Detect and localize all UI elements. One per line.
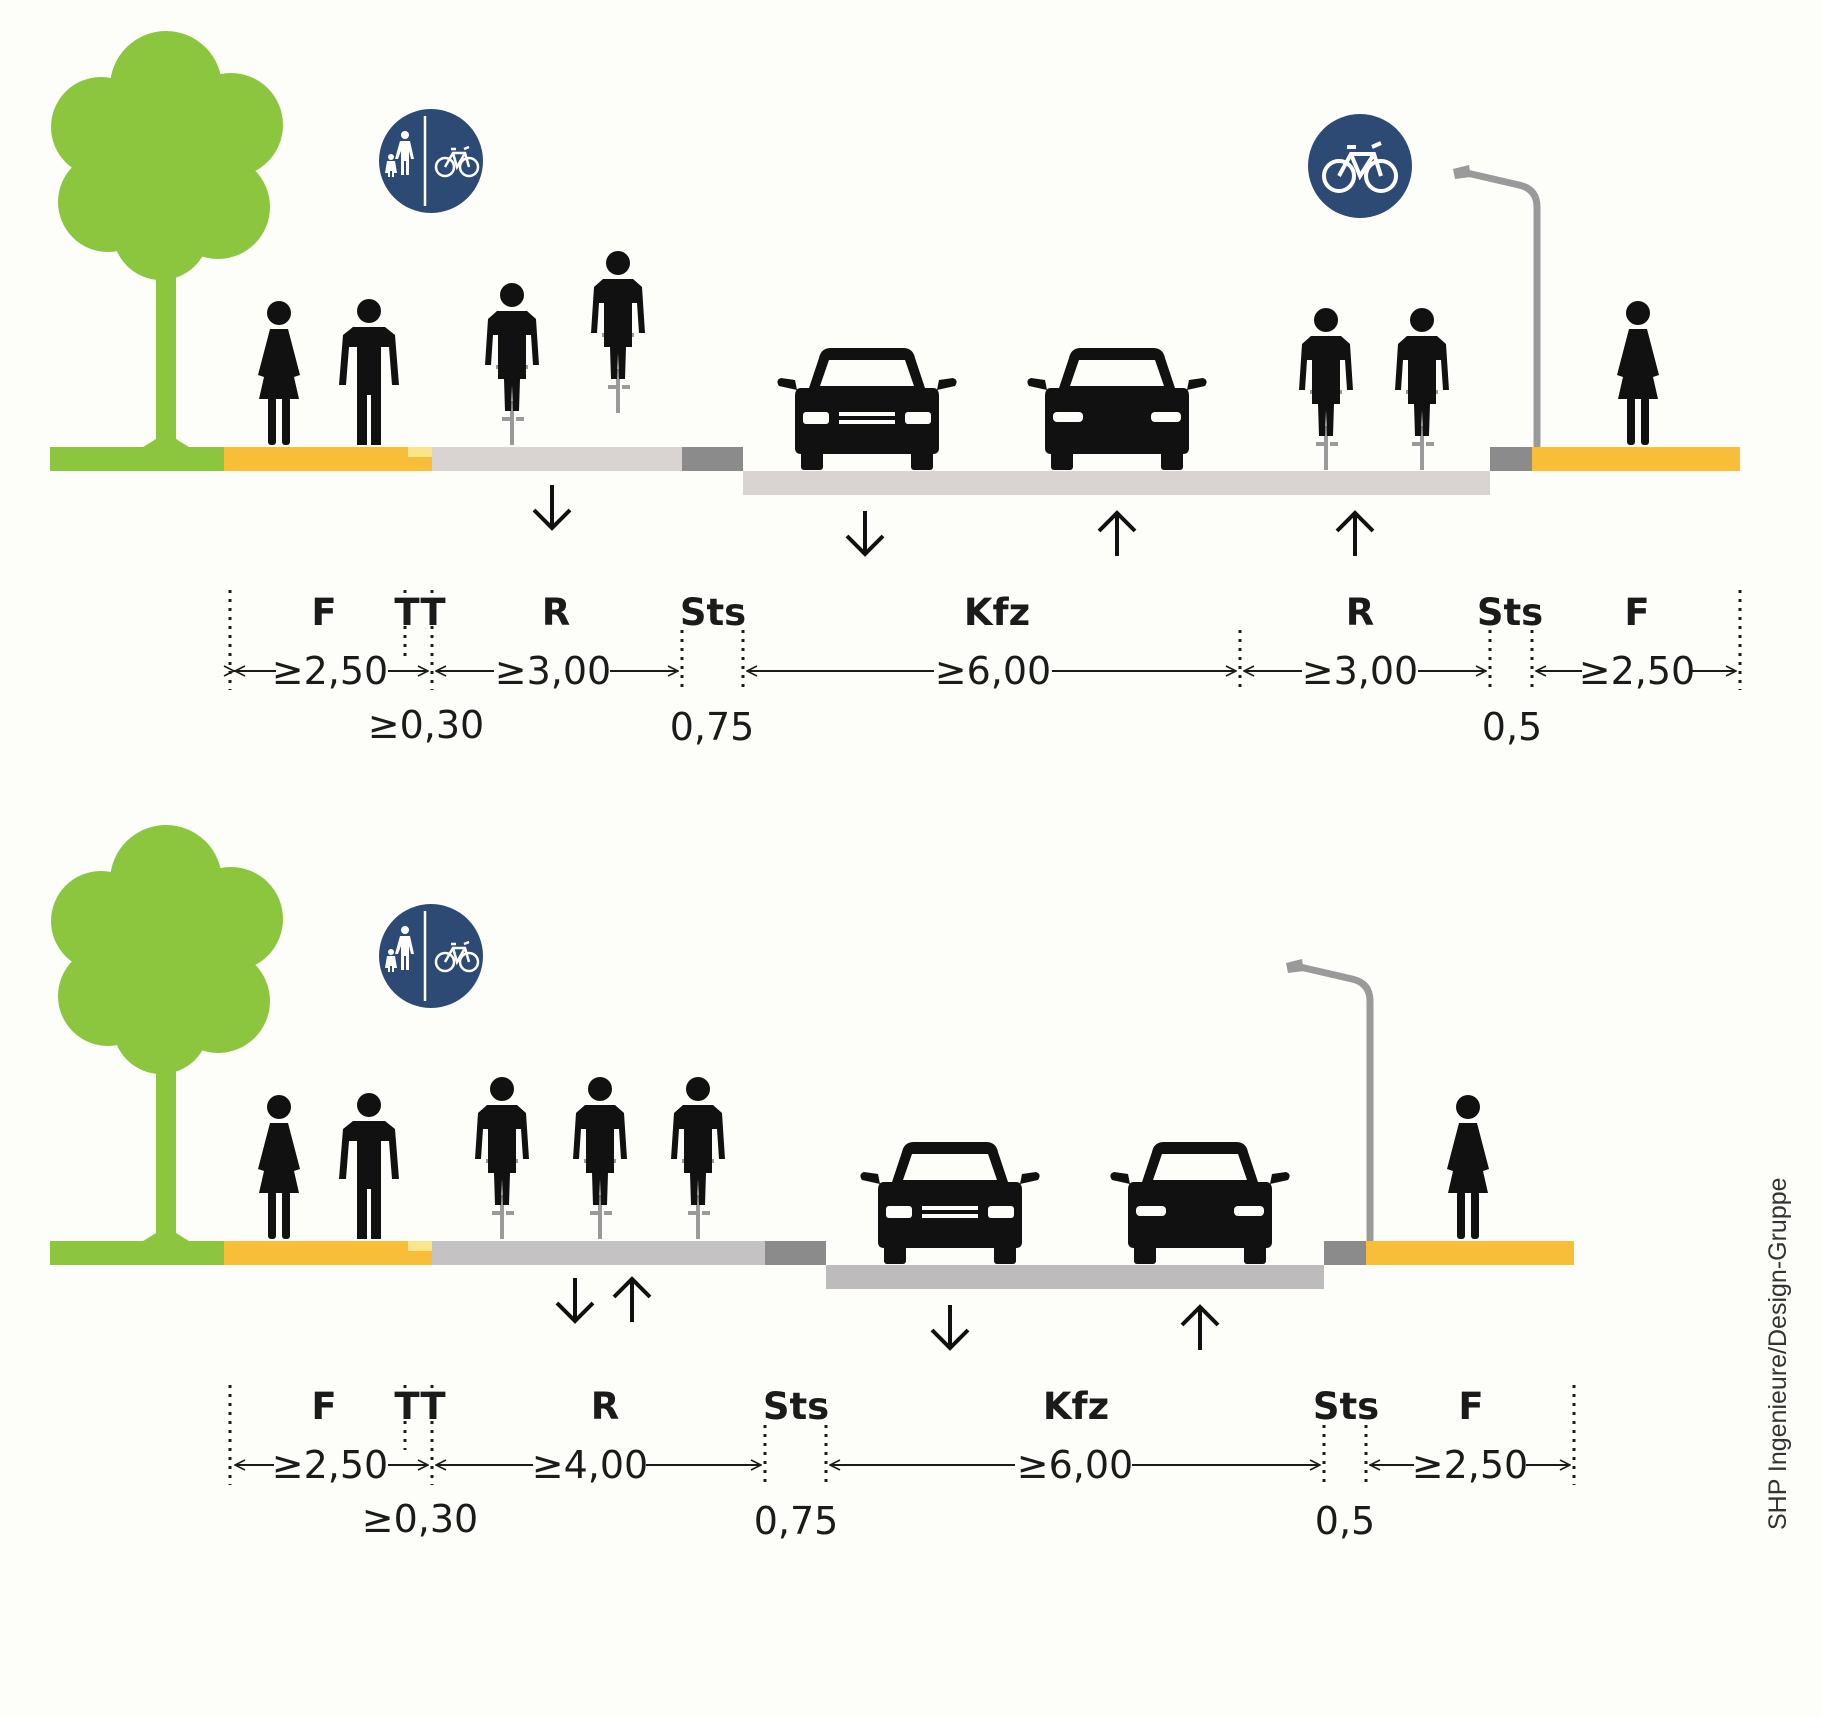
bike-lane bbox=[432, 1241, 765, 1265]
label-carriageway: Kfz bbox=[1043, 1385, 1109, 1428]
direction-arrow-icon bbox=[930, 1303, 970, 1350]
width-footpath-left: ≥2,50 bbox=[272, 1443, 388, 1487]
direction-arrow-icon bbox=[1097, 511, 1137, 558]
cyclist-icon bbox=[485, 283, 539, 445]
direction-arrow-icon bbox=[845, 509, 885, 556]
tactile-strip bbox=[408, 447, 432, 457]
car-front-icon bbox=[860, 1142, 1040, 1264]
footpath-right bbox=[1532, 447, 1740, 471]
label-safety-strip-right: Sts bbox=[1477, 591, 1543, 634]
direction-arrow-icon bbox=[1180, 1305, 1220, 1352]
pedestrian-man-icon bbox=[339, 1093, 399, 1239]
label-tactile-strip: TT bbox=[394, 591, 446, 634]
shared-foot-bike-path-sign-icon bbox=[377, 902, 485, 1010]
label-footpath-left: F bbox=[311, 1385, 336, 1428]
safety-strip-left bbox=[765, 1241, 826, 1265]
pedestrian-woman-icon bbox=[1617, 301, 1659, 445]
shared-foot-bike-path-sign-icon bbox=[377, 107, 485, 215]
width-tactile-strip: ≥0,30 bbox=[368, 703, 484, 747]
label-footpath-right: F bbox=[1624, 591, 1649, 634]
width-bike-lane: ≥4,00 bbox=[532, 1443, 648, 1487]
width-tactile-strip: ≥0,30 bbox=[362, 1497, 478, 1541]
label-tactile-strip: TT bbox=[394, 1385, 446, 1428]
segment-labels: F TT R Sts Kfz R Sts F bbox=[311, 591, 1649, 634]
width-bike-lane-left: ≥3,00 bbox=[495, 649, 611, 693]
label-bike-lane-right: R bbox=[1346, 591, 1375, 634]
label-footpath-left: F bbox=[311, 591, 336, 634]
width-carriageway: ≥6,00 bbox=[1017, 1443, 1133, 1487]
segment-widths: ≥2,50 ≥0,30 ≥4,00 0,75 ≥6,00 0,5 ≥2,50 bbox=[272, 1443, 1528, 1543]
label-safety-strip-right: Sts bbox=[1313, 1385, 1379, 1428]
carriageway bbox=[826, 1265, 1324, 1289]
safety-strip-right bbox=[1324, 1241, 1366, 1265]
dimension-lines bbox=[228, 1385, 1576, 1485]
bike-lane-left bbox=[432, 447, 682, 471]
cyclist-icon bbox=[671, 1077, 725, 1239]
tactile-strip bbox=[408, 1241, 432, 1251]
pedestrian-woman-icon bbox=[258, 1095, 300, 1239]
label-safety-strip-left: Sts bbox=[680, 591, 746, 634]
safety-strip-left bbox=[682, 447, 743, 471]
safety-strip-right bbox=[1490, 447, 1532, 471]
cross-section-top: F TT R Sts Kfz R Sts F ≥2,50 ≥0,30 ≥3,00… bbox=[50, 31, 1742, 749]
cyclist-icon bbox=[591, 251, 645, 413]
footpath-left bbox=[224, 447, 432, 471]
cyclist-icon bbox=[1395, 308, 1449, 470]
street-lamp-icon bbox=[1286, 959, 1370, 1241]
direction-arrow-icon bbox=[612, 1277, 652, 1324]
width-safety-strip-left: 0,75 bbox=[754, 1499, 839, 1543]
ground-strips bbox=[50, 447, 1740, 495]
direction-arrows bbox=[532, 483, 1375, 558]
width-safety-strip-left: 0,75 bbox=[670, 705, 755, 749]
footpath-right bbox=[1366, 1241, 1574, 1265]
ground-strips bbox=[50, 1241, 1574, 1289]
width-safety-strip-right: 0,5 bbox=[1482, 705, 1542, 749]
width-carriageway: ≥6,00 bbox=[935, 649, 1051, 693]
width-footpath-right: ≥2,50 bbox=[1412, 1443, 1528, 1487]
label-carriageway: Kfz bbox=[964, 591, 1030, 634]
cyclist-icon bbox=[475, 1077, 529, 1239]
pedestrian-woman-icon bbox=[1447, 1095, 1489, 1239]
label-bike-lane: R bbox=[591, 1385, 620, 1428]
bike-lane-right bbox=[1240, 471, 1490, 495]
green-verge bbox=[50, 447, 224, 471]
direction-arrow-icon bbox=[532, 483, 572, 530]
image-credit: SHP Ingenieure/Design-Gruppe bbox=[1764, 1177, 1792, 1530]
cyclist-icon bbox=[573, 1077, 627, 1239]
street-lamp-icon bbox=[1453, 165, 1537, 447]
direction-arrow-icon bbox=[555, 1276, 595, 1323]
tree-icon bbox=[51, 825, 283, 1243]
width-footpath-left: ≥2,50 bbox=[272, 649, 388, 693]
car-front-icon bbox=[777, 348, 957, 470]
segment-widths: ≥2,50 ≥0,30 ≥3,00 0,75 ≥6,00 ≥3,00 0,5 ≥… bbox=[272, 649, 1695, 749]
label-footpath-right: F bbox=[1458, 1385, 1483, 1428]
cross-section-bottom: F TT R Sts Kfz Sts F ≥2,50 ≥0,30 ≥4,00 0… bbox=[50, 825, 1576, 1543]
carriageway bbox=[743, 471, 1240, 495]
cyclist-icon bbox=[1299, 308, 1353, 470]
width-safety-strip-right: 0,5 bbox=[1315, 1499, 1375, 1543]
segment-labels: F TT R Sts Kfz Sts F bbox=[311, 1385, 1483, 1428]
pedestrian-woman-icon bbox=[258, 301, 300, 445]
label-safety-strip-left: Sts bbox=[763, 1385, 829, 1428]
width-footpath-right: ≥2,50 bbox=[1579, 649, 1695, 693]
car-front-icon bbox=[1110, 1142, 1290, 1264]
label-bike-lane-left: R bbox=[542, 591, 571, 634]
bike-path-sign-icon bbox=[1306, 112, 1414, 220]
tree-icon bbox=[51, 31, 283, 449]
width-bike-lane-right: ≥3,00 bbox=[1302, 649, 1418, 693]
car-front-icon bbox=[1027, 348, 1207, 470]
direction-arrow-icon bbox=[1335, 511, 1375, 558]
footpath-left bbox=[224, 1241, 432, 1265]
dimension-lines bbox=[230, 590, 1742, 690]
green-verge bbox=[50, 1241, 224, 1265]
pedestrian-man-icon bbox=[339, 299, 399, 445]
